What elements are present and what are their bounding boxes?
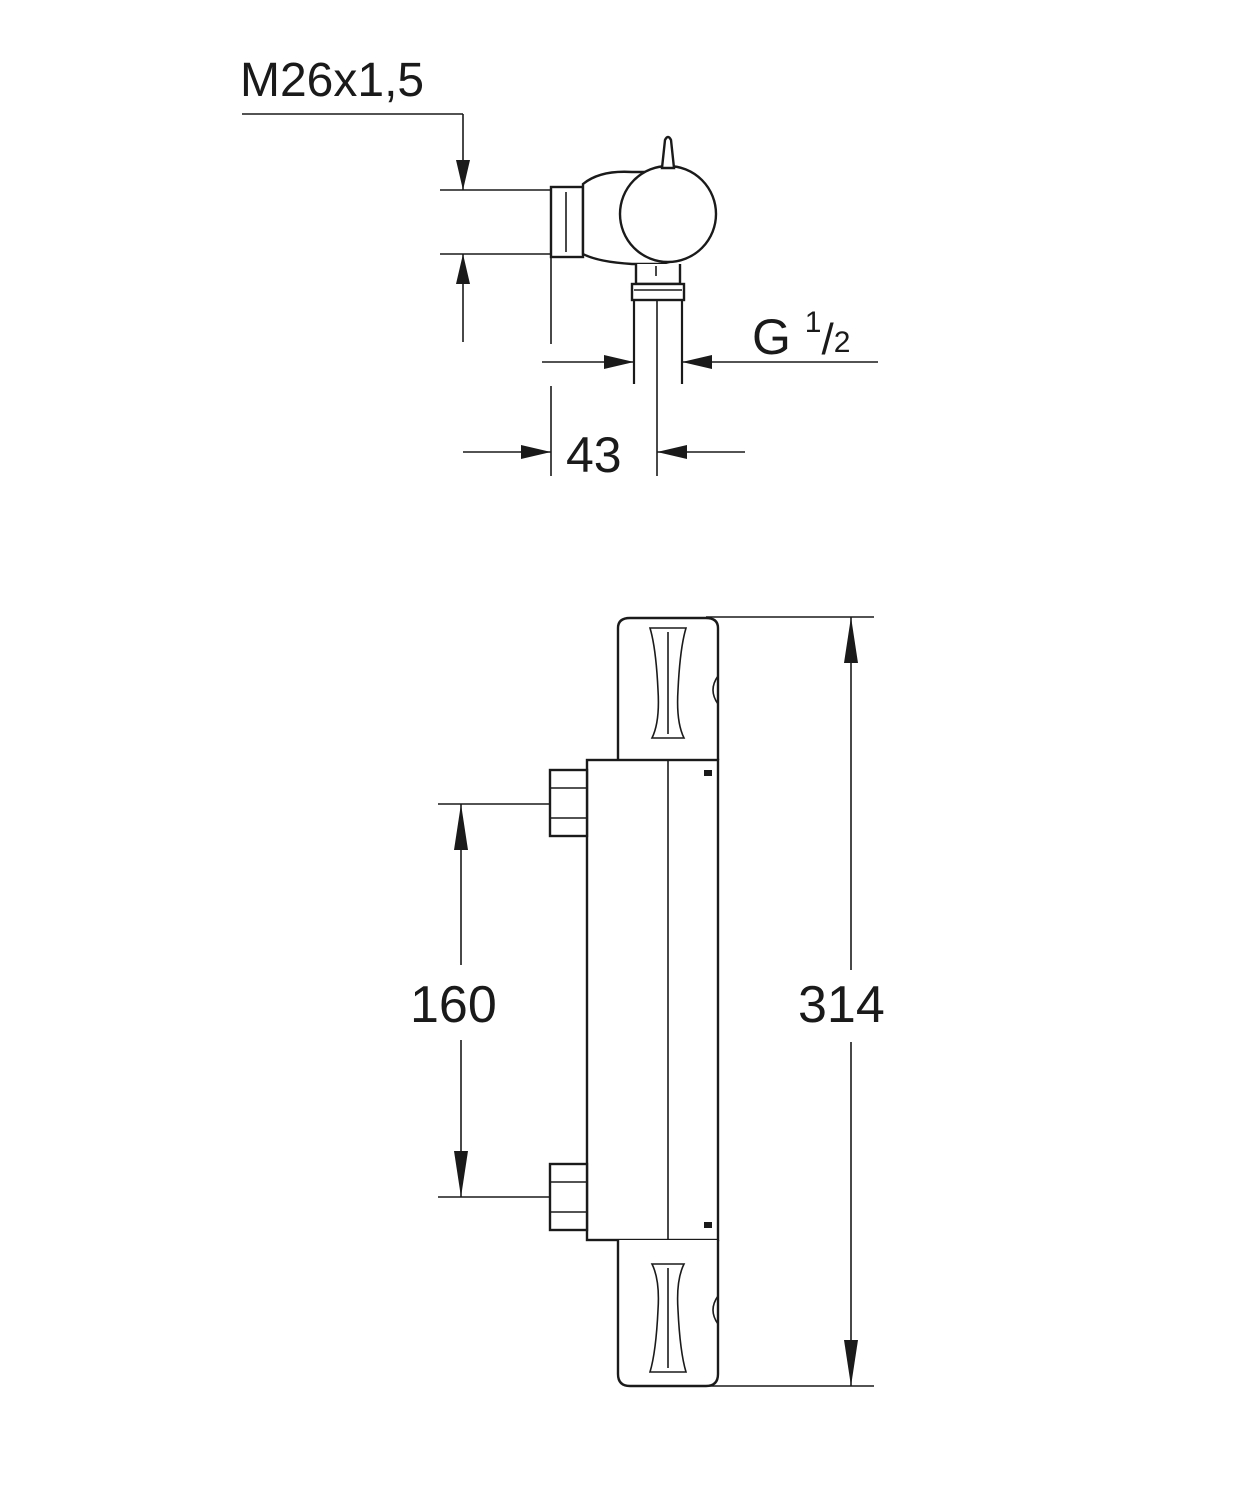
bottom-handle-grip <box>648 1263 688 1373</box>
inlet-size-label: G 1/2 <box>752 306 850 365</box>
depth-arrow-left <box>657 445 687 459</box>
spacing-arrow-up <box>454 804 468 850</box>
valve-body <box>585 758 720 1242</box>
inlet-fitting <box>630 282 686 302</box>
connection-nut <box>549 185 585 259</box>
thread-size-label: M26x1,5 <box>240 54 424 107</box>
depth-arrow-right <box>521 445 551 459</box>
depth-label: 43 <box>566 427 622 483</box>
lower-inlet-nut <box>548 1162 589 1232</box>
front-view: 160 314 <box>410 616 885 1388</box>
valve-neck <box>634 264 682 286</box>
inlet-spacing-label: 160 <box>410 976 497 1034</box>
thread-arrow-up <box>456 254 470 284</box>
body-mark-bottom <box>704 1222 712 1228</box>
inlet-arrow-left <box>682 355 712 369</box>
top-handle-notch <box>712 675 719 705</box>
handle-lever <box>660 135 676 170</box>
height-arrow-up <box>844 617 858 663</box>
top-handle-grip <box>648 627 688 739</box>
top-view: M26x1,5 G 1/2 43 <box>240 54 878 483</box>
body-mark-top <box>704 770 712 776</box>
height-arrow-down <box>844 1340 858 1386</box>
handle-circle <box>618 164 718 264</box>
height-label: 314 <box>798 976 885 1034</box>
bottom-handle-notch <box>712 1295 719 1325</box>
spacing-arrow-down <box>454 1151 468 1197</box>
thread-arrow-down <box>456 160 470 190</box>
upper-inlet-nut <box>548 768 589 838</box>
inlet-arrow-right <box>604 355 634 369</box>
